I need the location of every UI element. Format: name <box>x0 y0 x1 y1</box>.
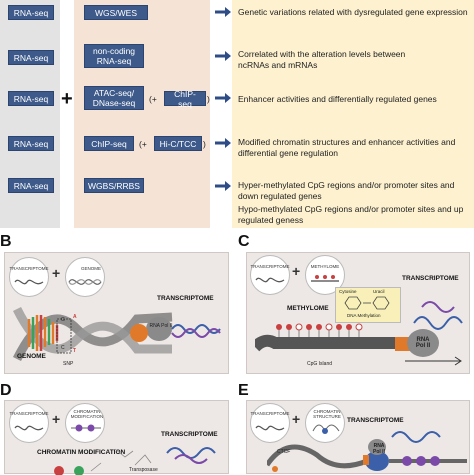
cpg-island-label: CpG Island <box>307 361 333 367</box>
genome-dna-illustration <box>12 306 221 362</box>
plus-sign: + <box>52 265 61 281</box>
base-g: G <box>61 317 65 323</box>
wgbs-rrbs-box: WGBS/RRBS <box>84 178 144 193</box>
panel-label-c: C <box>238 233 250 250</box>
panel-d-title: TRANSCRIPTOME <box>161 431 218 438</box>
panel-c: TRANSCRIPTOME + METHYLOME TRANSCRIPTOME … <box>246 252 470 374</box>
desc-modified-chromatin: Modified chromatin structures and enhanc… <box>238 137 456 158</box>
arrow-icon <box>215 7 231 17</box>
rna-strand-icon <box>255 425 285 431</box>
chromatin-mod-circle-label: CHROMATIN MODIFICATION <box>70 409 104 419</box>
chip-seq-box: ChIP-seq <box>84 136 134 151</box>
panel-a-right-bg <box>232 0 474 228</box>
panel-b: TRANSCRIPTOME + GENOME TRANSCRIPTOME RNA… <box>4 252 229 374</box>
hic-tcc-box: Hi-C/TCC <box>154 136 202 151</box>
panel-c-title: TRANSCRIPTOME <box>402 275 459 282</box>
noncoding-rnaseq-box: non-coding RNA-seq <box>84 44 144 68</box>
genome-circle <box>65 257 105 297</box>
panel-a-plus: + <box>61 88 73 110</box>
panel-e-title: TRANSCRIPTOME <box>347 417 404 424</box>
transcriptome-circle <box>250 403 290 443</box>
rna-seq-box-3: RNA-seq <box>8 91 54 106</box>
plus-sign: + <box>52 411 61 427</box>
panel-label-b: B <box>0 233 12 250</box>
desc-enhancer: Enhancer activities and differentially r… <box>238 94 437 104</box>
snp-label: SNP <box>63 361 74 367</box>
ctcf-label: CTCF <box>277 449 291 455</box>
transcriptome-circle-label: TRANSCRIPTOME <box>9 411 49 416</box>
paren-close-2: ) <box>203 139 206 149</box>
chromatin-structure-circle <box>305 403 345 443</box>
rna-strand-icon <box>255 277 285 283</box>
paren-close-1: ) <box>207 94 210 104</box>
wgs-wes-box: WGS/WES <box>84 5 148 20</box>
plus-sign: + <box>292 263 301 279</box>
rna-pol-label: RNA Pol II <box>373 443 385 455</box>
transposase-label: Transposase <box>129 467 158 473</box>
panel-a-mid-bg <box>74 0 210 228</box>
paren-open-1: (+ <box>149 94 157 104</box>
atac-dnase-box: ATAC-seq/ DNase-seq <box>84 86 144 110</box>
chromatin-mod-label: CHROMATIN MODIFICATION <box>37 449 126 456</box>
panel-a-left-bg <box>0 0 60 228</box>
chromatin-loop-illustration <box>267 431 467 472</box>
transcriptome-circle-label: TRANSCRIPTOME <box>9 266 49 271</box>
transcriptome-circle-label: TRANSCRIPTOME <box>250 264 290 269</box>
dna-helix-icon <box>68 279 102 285</box>
chip-seq-extra-box: ChIP-seq <box>164 89 206 109</box>
rna-transcripts-icon <box>413 301 463 330</box>
transcriptome-circle <box>250 255 290 295</box>
cpg-island-illustration <box>255 323 462 366</box>
rna-seq-box-5: RNA-seq <box>8 178 54 193</box>
methylome-label: METHYLOME <box>287 305 329 312</box>
panel-b-title: TRANSCRIPTOME <box>157 295 214 302</box>
arrow-icon <box>215 138 231 148</box>
genome-circle-label: GENOME <box>80 266 101 271</box>
panel-label-e: E <box>238 382 249 399</box>
rna-pol-label: RNA Pol II <box>149 323 173 329</box>
histone-tails-illustration <box>54 448 152 475</box>
arrow-icon <box>215 51 231 61</box>
transcriptome-circle-label: TRANSCRIPTOME <box>250 411 290 416</box>
paren-open-2: (+ <box>139 139 147 149</box>
chromatin-structure-circle-label: CHROMATIN STRUCTURE <box>313 409 341 419</box>
rna-seq-box-2: RNA-seq <box>8 50 54 65</box>
base-t: T <box>73 348 77 354</box>
base-a: A <box>73 314 77 320</box>
rna-pol-label: RNA Pol II <box>415 337 431 349</box>
rna-strand-icon <box>14 425 44 431</box>
desc-correlated: Correlated with the alteration levels be… <box>238 49 406 70</box>
genome-label: GENOME <box>17 353 46 360</box>
panel-e: TRANSCRIPTOME + CHROMATIN STRUCTURE TRAN… <box>246 400 470 474</box>
uracil-label: Uracil <box>373 289 385 294</box>
panel-label-d: D <box>0 382 12 399</box>
cytosine-label: Cytosine <box>339 289 357 294</box>
rna-strand-icon <box>14 279 44 285</box>
chromatin-mod-circle <box>65 403 105 443</box>
transcriptome-circle <box>9 257 49 297</box>
rna-transcripts-icon <box>166 447 216 464</box>
nucleosome-icon <box>71 424 101 432</box>
methylated-dna-icon <box>311 275 339 282</box>
methylome-circle-label: METHYLOME <box>310 264 340 269</box>
transcriptome-circle <box>9 403 49 443</box>
rna-seq-box-1: RNA-seq <box>8 5 54 20</box>
arrow-icon <box>215 93 231 103</box>
base-c: C <box>61 345 65 351</box>
desc-genetic-variations: Genetic variations related with dysregul… <box>238 7 468 17</box>
plus-sign: + <box>292 411 301 427</box>
dna-methylation-label: DNA Methylation <box>347 313 381 318</box>
molecule-icon <box>344 296 390 310</box>
arrow-icon <box>215 181 231 191</box>
desc-hypo-methylated: Hypo-methylated CpG regions and/or promo… <box>238 204 464 225</box>
panel-d: TRANSCRIPTOME + CHROMATIN MODIFICATION T… <box>4 400 229 475</box>
desc-hyper-methylated: Hyper-methylated CpG regions and/or prom… <box>238 180 455 201</box>
rna-seq-box-4: RNA-seq <box>8 136 54 151</box>
chromatin-loop-icon <box>312 424 340 434</box>
